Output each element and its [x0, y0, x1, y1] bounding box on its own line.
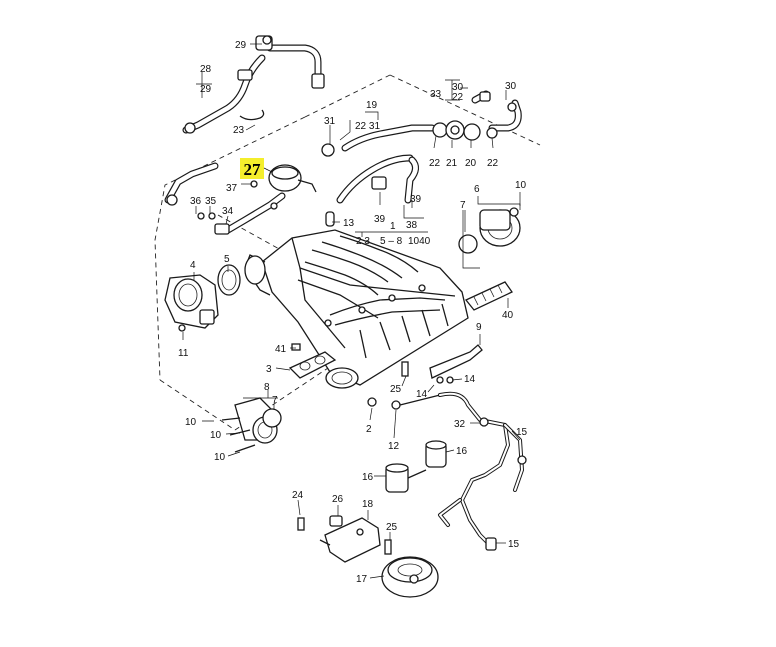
callout-10-top[interactable]: 10 — [515, 180, 527, 191]
callout-26[interactable]: 26 — [332, 494, 344, 505]
callout-10-40[interactable]: 1040 — [408, 236, 431, 247]
breather-hose-assembly — [182, 35, 325, 134]
callout-22-a[interactable]: 22 — [452, 92, 464, 103]
callout-2-3[interactable]: 2 3 — [356, 236, 370, 247]
assembly-outline — [154, 74, 541, 431]
callout-28[interactable]: 28 — [200, 64, 212, 75]
callout-10-b[interactable]: 10 — [210, 430, 222, 441]
callout-22-b[interactable]: 22 — [429, 158, 441, 169]
callout-21[interactable]: 21 — [446, 158, 458, 169]
callout-12[interactable]: 12 — [388, 441, 400, 452]
callout-30-b[interactable]: 30 — [505, 81, 517, 92]
bracket-18 — [297, 515, 392, 563]
highlight-callout-27[interactable]: 27 — [240, 158, 273, 179]
throttle-body — [164, 264, 241, 332]
callout-35[interactable]: 35 — [205, 196, 217, 207]
callout-10-a[interactable]: 10 — [185, 417, 197, 428]
callout-29-top[interactable]: 29 — [235, 40, 247, 51]
callout-15-b[interactable]: 15 — [508, 539, 520, 550]
callout-14-b[interactable]: 14 — [416, 389, 428, 400]
vacuum-reservoir-17 — [381, 556, 439, 598]
callout-14-a[interactable]: 14 — [464, 374, 476, 385]
callout-22-31[interactable]: 22 31 — [355, 121, 380, 132]
callout-4[interactable]: 4 — [190, 260, 196, 271]
callout-9[interactable]: 9 — [476, 322, 482, 333]
callout-40[interactable]: 40 — [502, 310, 514, 321]
callout-11[interactable]: 11 — [178, 348, 189, 359]
callout-34[interactable]: 34 — [222, 206, 234, 217]
intake-manifold — [244, 229, 469, 389]
callout-25-b[interactable]: 25 — [386, 522, 398, 533]
callout-7-top[interactable]: 7 — [460, 200, 466, 211]
bracket-9 — [429, 344, 483, 384]
callout-31[interactable]: 31 — [324, 116, 336, 127]
callout-labels: 29 28 29 23 19 22 31 31 33 30 22 30 22 2… — [178, 40, 528, 585]
callout-8[interactable]: 8 — [264, 382, 270, 393]
callout-39-b[interactable]: 39 — [410, 194, 422, 205]
callout-22-c[interactable]: 22 — [487, 158, 499, 169]
callout-5-8[interactable]: 5 – 8 — [380, 236, 403, 247]
solenoid-valve-6 — [458, 207, 521, 254]
wiring-harness-15 — [438, 391, 527, 551]
highlight-label: 27 — [244, 160, 262, 179]
callout-30-a[interactable]: 30 — [452, 82, 464, 93]
callout-20[interactable]: 20 — [465, 158, 477, 169]
valve-assembly-8 — [221, 397, 282, 453]
callout-23[interactable]: 23 — [233, 125, 245, 136]
callout-29-mid[interactable]: 29 — [200, 84, 212, 95]
vent-hose-assembly — [321, 90, 522, 227]
callout-38[interactable]: 38 — [406, 220, 418, 231]
callout-18[interactable]: 18 — [362, 499, 374, 510]
callout-39-a[interactable]: 39 — [374, 214, 386, 225]
callout-19[interactable]: 19 — [366, 100, 378, 111]
callout-10-c[interactable]: 10 — [214, 452, 226, 463]
sensors-lower-mid — [367, 361, 454, 410]
highlight-badge — [240, 158, 264, 179]
callout-1[interactable]: 1 — [390, 221, 396, 232]
vacuum-valves-16 — [385, 440, 447, 493]
callout-16-a[interactable]: 16 — [456, 446, 468, 457]
callout-17[interactable]: 17 — [356, 574, 368, 585]
callout-24[interactable]: 24 — [292, 490, 304, 501]
callout-33[interactable]: 33 — [430, 89, 442, 100]
breather-valve-27 — [164, 162, 317, 235]
callout-5[interactable]: 5 — [224, 254, 230, 265]
callout-13[interactable]: 13 — [343, 218, 355, 229]
callout-32[interactable]: 32 — [454, 419, 466, 430]
callout-15-a[interactable]: 15 — [516, 427, 528, 438]
callout-16-b[interactable]: 16 — [362, 472, 374, 483]
callout-36[interactable]: 36 — [190, 196, 202, 207]
callout-7[interactable]: 7 — [272, 395, 278, 406]
gasket-3 — [288, 343, 337, 379]
sensor-40 — [464, 281, 513, 311]
callout-37[interactable]: 37 — [226, 183, 238, 194]
callout-25-mid[interactable]: 25 — [390, 384, 402, 395]
leader-lines — [182, 43, 521, 579]
callout-3[interactable]: 3 — [266, 364, 272, 375]
callout-41[interactable]: 41 — [275, 344, 287, 355]
callout-2[interactable]: 2 — [366, 424, 372, 435]
callout-6[interactable]: 6 — [474, 184, 480, 195]
